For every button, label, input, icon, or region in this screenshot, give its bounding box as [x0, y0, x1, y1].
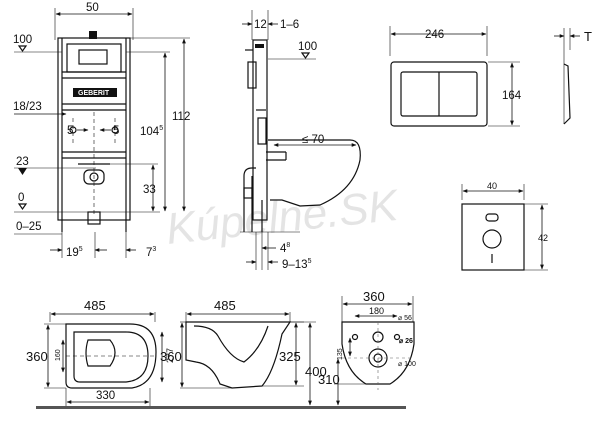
dim-135: 135: [337, 348, 344, 360]
dim-bowl-side-325: 325: [279, 349, 301, 364]
frame-front-view: 50 100 GEBERIT 18/23 5: [13, 2, 190, 259]
dim-plate-width: 246: [425, 29, 444, 41]
dim-d100: ⌀ 100: [398, 361, 416, 368]
dim-12: 12: [254, 19, 267, 31]
dim-5-left: 5: [67, 125, 73, 137]
dim-310: 310: [318, 372, 340, 387]
dim-d56: ⌀ 56: [398, 315, 412, 322]
dim-frame-width: 50: [86, 2, 99, 14]
bowl-side-view: 485 360 325 400: [160, 298, 327, 406]
dim-height-33: 33: [143, 184, 156, 196]
dim-7-3: 73: [146, 246, 156, 259]
dim-180: 180: [369, 306, 384, 316]
bowl-front-view: 360 180 ⌀ 56 135 ⌀ 26 ⌀ 100 310: [318, 289, 416, 406]
dim-bowl-front-width: 360: [363, 289, 385, 304]
level-100-label: 100: [13, 34, 32, 46]
dim-18-23: 18/23: [13, 101, 42, 113]
range-0-25: 0–25: [16, 221, 42, 233]
dim-277: 277: [165, 348, 175, 363]
dim-bowl-top-width: 485: [84, 298, 106, 313]
dim-9-13-5: 9–135: [282, 258, 312, 271]
dim-height-104-5: 1045: [140, 125, 163, 138]
dim-5-right: 5: [113, 125, 119, 137]
dim-plate-height: 164: [502, 90, 522, 102]
dim-height-112: 112: [172, 111, 190, 123]
dim-4-8: 48: [280, 242, 290, 255]
dim-1-6: 1–6: [280, 19, 299, 31]
side-level-100: 100: [298, 41, 317, 53]
dim-tile-height: 42: [538, 233, 548, 243]
bowl-top-view: 485 360 160 277 330: [26, 298, 175, 406]
svg-text:GEBERIT: GEBERIT: [78, 90, 110, 97]
dim-bowl-side-400: 400: [305, 364, 327, 379]
dim-le-70: ≤ 70: [302, 134, 324, 146]
floor-line: [36, 406, 406, 409]
side-view: 12 1–6 100 ≤ 70 48 9–135: [240, 10, 361, 271]
dim-plate-thickness: T: [584, 29, 592, 44]
dim-bowl-side-360: 360: [160, 349, 182, 364]
dim-19-5: 195: [66, 246, 83, 259]
dim-330: 330: [96, 390, 115, 402]
level-0-label: 0: [18, 192, 24, 204]
dim-bowl-side-width: 485: [214, 298, 236, 313]
dim-160: 160: [55, 349, 62, 361]
dim-bowl-top-depth: 360: [26, 349, 48, 364]
tile-cutout-view: 40 42: [461, 181, 548, 271]
level-23-label: 23: [16, 156, 29, 168]
dim-d26: ⌀ 26: [399, 338, 413, 345]
dim-tile-width: 40: [487, 181, 497, 191]
flush-plate-view: 246 164 T: [389, 26, 592, 127]
